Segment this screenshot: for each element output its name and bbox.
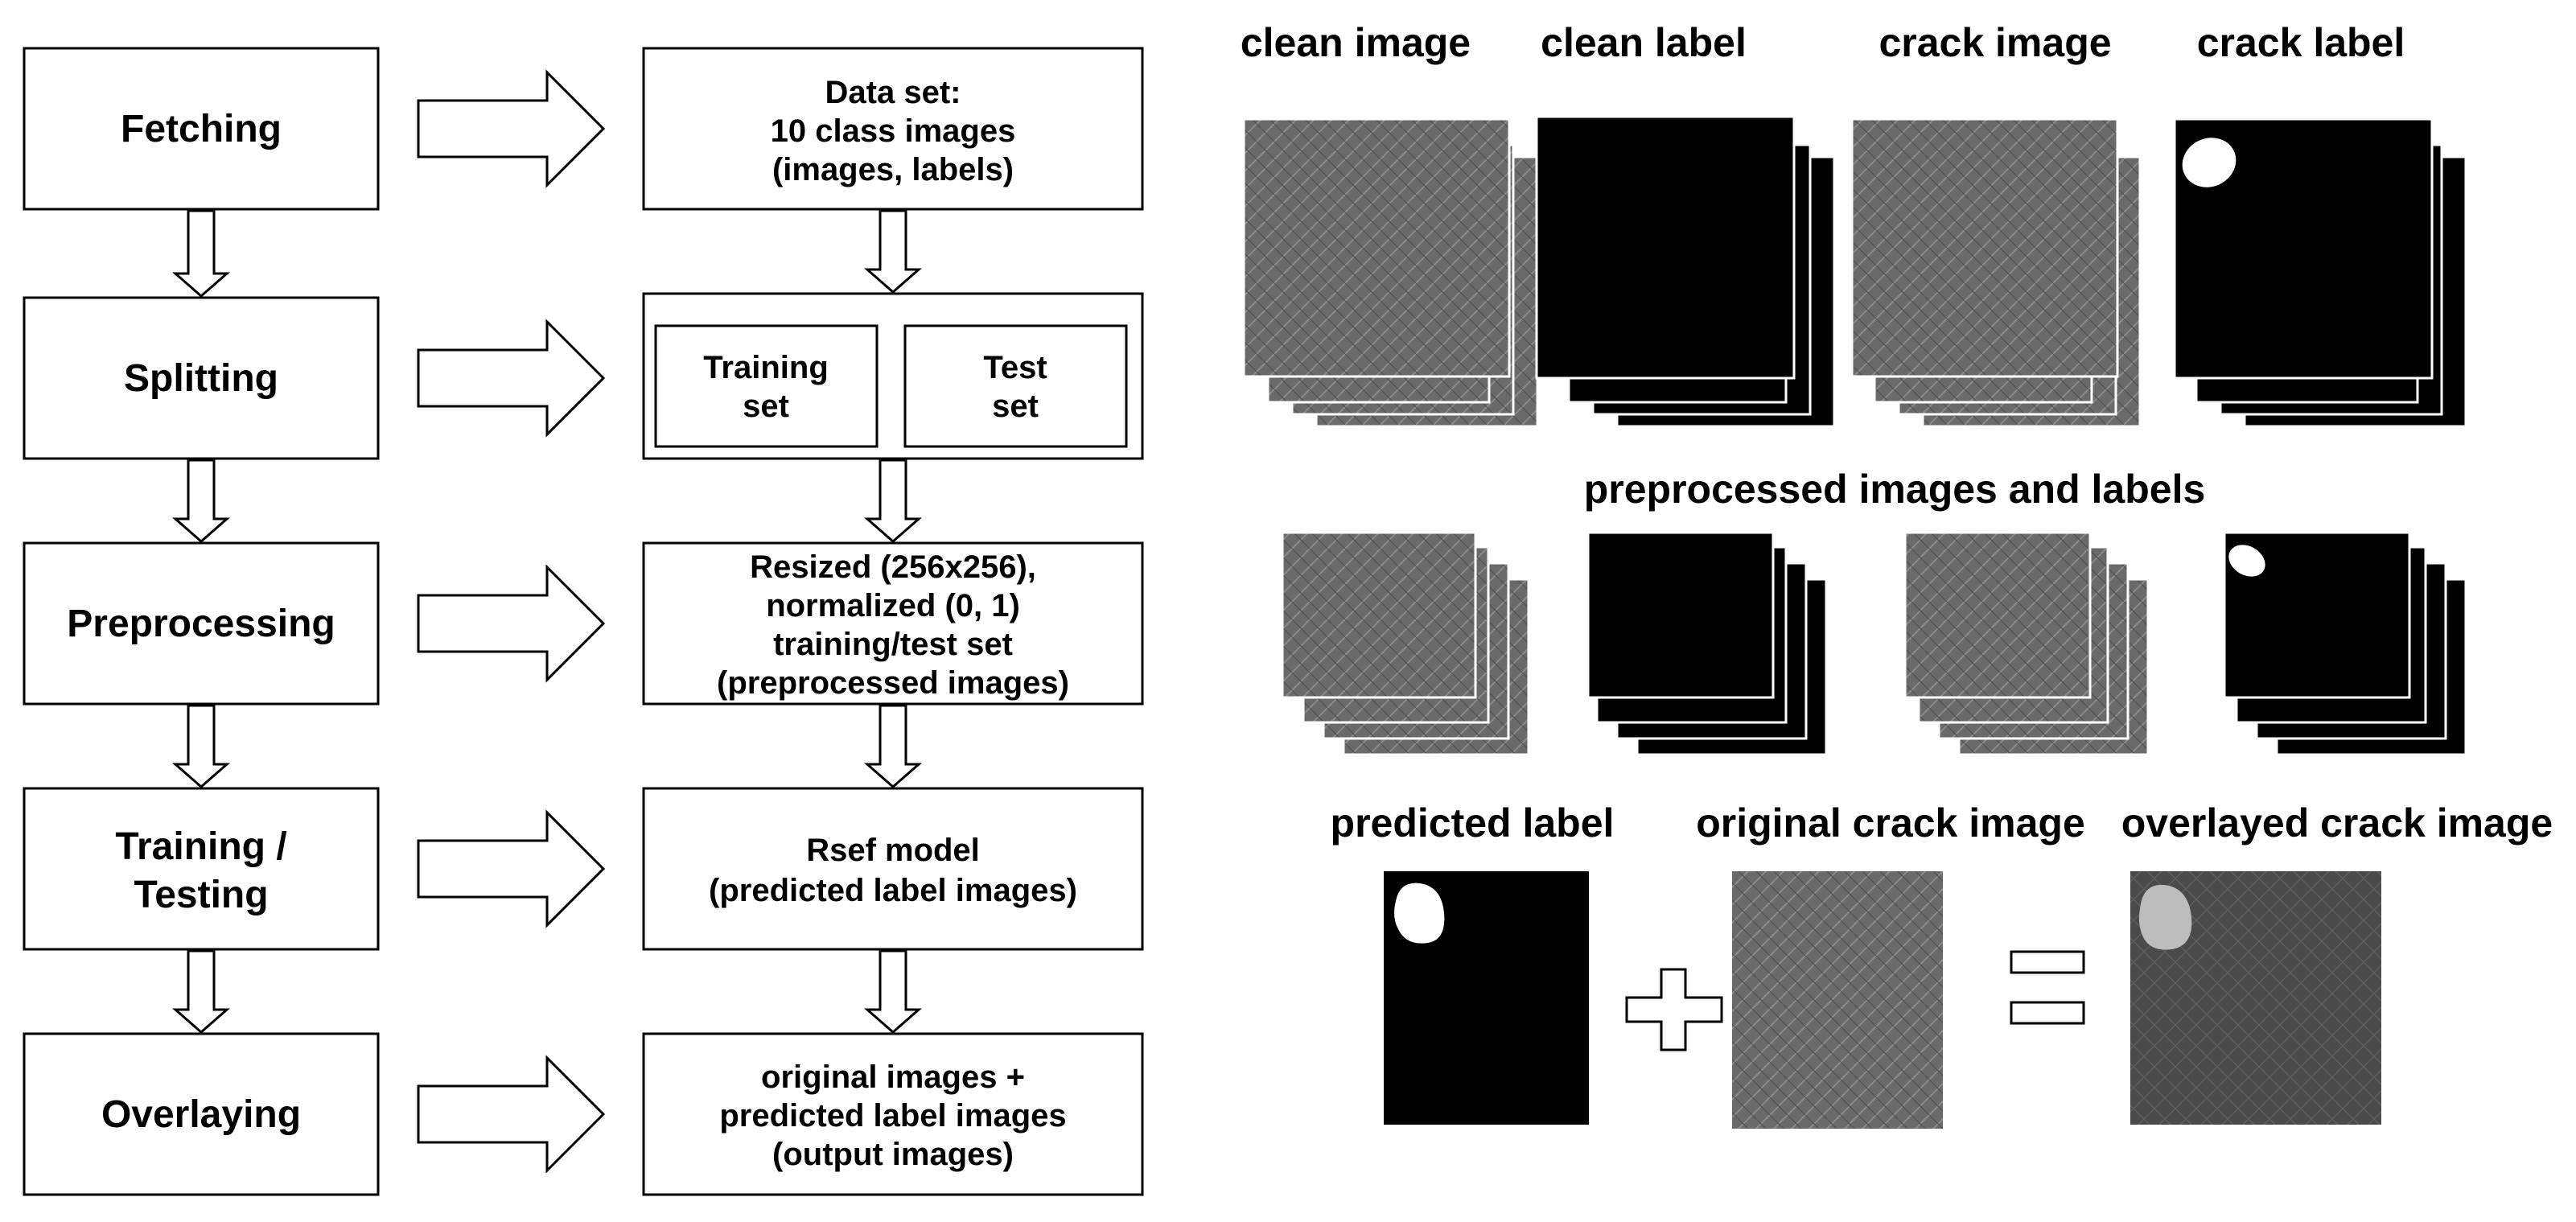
- down-arrow: [864, 949, 922, 1034]
- down-arrow: [172, 949, 230, 1034]
- step-label: Fetching: [121, 108, 282, 150]
- step-label: Splitting: [124, 357, 278, 400]
- flowchart: Fetching Splitting Preprocessing Trainin…: [23, 47, 1144, 1196]
- training-set-label: set: [743, 389, 789, 424]
- step-label: Testing: [134, 874, 268, 916]
- crack-label-stack: [2173, 117, 2467, 428]
- right-arrow: [417, 564, 606, 683]
- crack-blob: [2182, 138, 2237, 187]
- right-arrow: [417, 1055, 606, 1174]
- step-overlaying: Overlaying: [23, 1032, 380, 1196]
- crack-image-stack: [1850, 117, 2142, 428]
- clean-label-stack: [1535, 115, 1836, 428]
- title-crack-label: crack label: [2197, 20, 2405, 65]
- equals-icon: [2010, 950, 2085, 1025]
- output-line: predicted label images: [719, 1098, 1066, 1134]
- output-model: Rsef model (predicted label images): [642, 787, 1144, 951]
- crack-blob: [2138, 884, 2192, 950]
- down-arrow: [172, 459, 230, 543]
- output-line: (preprocessed images): [717, 665, 1069, 701]
- right-arrow: [417, 69, 606, 188]
- test-set-label: set: [992, 389, 1039, 424]
- training-set-label: Training: [703, 350, 829, 385]
- output-dataset: Data set: 10 class images (images, label…: [642, 47, 1144, 211]
- step-label: Preprocessing: [67, 603, 335, 645]
- predicted-label-image: [1384, 871, 1589, 1125]
- step-preprocessing: Preprocessing: [23, 541, 380, 706]
- title-clean-label: clean label: [1541, 20, 1747, 65]
- step-training-testing: Training / Testing: [23, 787, 380, 951]
- output-line: Data set:: [825, 75, 961, 110]
- down-arrow: [864, 704, 922, 788]
- title-predicted-label: predicted label: [1331, 800, 1615, 846]
- output-line: (predicted label images): [709, 873, 1077, 908]
- output-line: 10 class images: [771, 113, 1016, 149]
- output-line: Resized (256x256),: [750, 549, 1036, 585]
- preprocessed-crack-image-stack: [1903, 531, 2150, 756]
- training-set-box: Training set: [654, 324, 879, 448]
- plus-icon: [1625, 968, 1723, 1051]
- images-panel: clean image clean label crack image crac…: [1241, 20, 2553, 1129]
- right-arrow: [417, 319, 606, 438]
- overlayed-crack-image: [2130, 871, 2381, 1125]
- output-line: (images, labels): [772, 152, 1014, 187]
- output-line: Rsef model: [806, 833, 980, 868]
- title-crack-image: crack image: [1879, 20, 2111, 65]
- step-label: Training /: [115, 825, 286, 868]
- right-arrows: [417, 69, 606, 1174]
- output-split: Training set Test set: [642, 292, 1144, 460]
- preprocessed-clean-image-stack: [1281, 531, 1530, 756]
- step-label: Overlaying: [101, 1093, 301, 1136]
- down-arrow: [864, 459, 922, 543]
- down-arrows-right: [864, 209, 922, 1034]
- crack-blob: [2228, 545, 2265, 577]
- down-arrow: [172, 209, 230, 298]
- title-preprocessed: preprocessed images and labels: [1584, 467, 2206, 512]
- output-overlay: original images + predicted label images…: [642, 1032, 1144, 1196]
- original-crack-image: [1732, 871, 1943, 1129]
- right-arrow: [417, 809, 606, 928]
- step-splitting: Splitting: [23, 296, 380, 460]
- crack-blob: [1394, 883, 1445, 944]
- output-line: normalized (0, 1): [766, 588, 1020, 623]
- test-set-box: Test set: [903, 324, 1128, 448]
- down-arrows-left: [172, 209, 230, 1034]
- output-line: (output images): [772, 1137, 1014, 1172]
- clean-image-stack: [1242, 117, 1539, 428]
- test-set-label: Test: [983, 350, 1047, 385]
- title-overlayed-crack-image: overlayed crack image: [2121, 800, 2553, 846]
- down-arrow: [864, 209, 922, 294]
- down-arrow: [172, 704, 230, 788]
- title-original-crack-image: original crack image: [1696, 800, 2085, 846]
- preprocessed-clean-label-stack: [1586, 531, 1828, 756]
- title-clean-image: clean image: [1241, 20, 1471, 65]
- output-line: training/test set: [773, 627, 1013, 662]
- output-line: original images +: [761, 1059, 1025, 1095]
- output-preprocessed: Resized (256x256), normalized (0, 1) tra…: [642, 541, 1144, 706]
- step-fetching: Fetching: [23, 47, 380, 211]
- preprocessed-crack-label-stack: [2223, 531, 2467, 756]
